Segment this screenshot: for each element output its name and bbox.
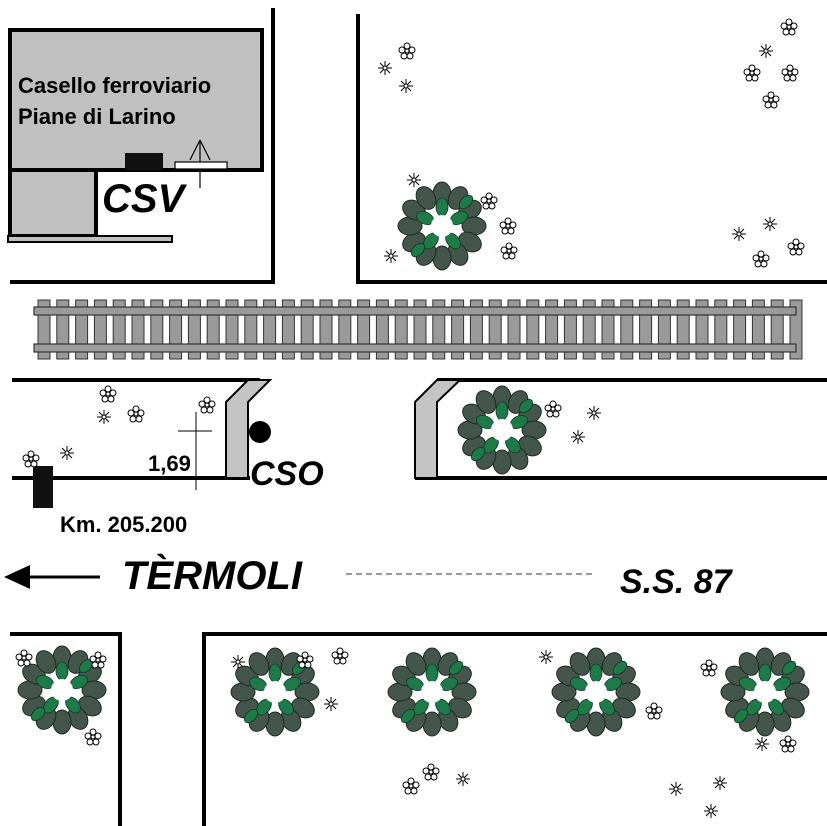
flower-icon: [198, 396, 216, 414]
flower-icon: [779, 735, 797, 753]
plot-boundary-upper-right: [356, 14, 827, 284]
flower-icon: [538, 649, 554, 665]
flower-icon: [758, 43, 774, 59]
flower-icon: [323, 696, 339, 712]
flower-icon: [570, 429, 586, 445]
flower-icon: [700, 659, 718, 677]
flower-icon: [499, 217, 517, 235]
signal-label-cso: CSO: [250, 455, 324, 493]
bush-icon: [387, 647, 477, 737]
flower-icon: [500, 242, 518, 260]
lower-right-plot: [202, 632, 827, 826]
flower-icon: [331, 647, 349, 665]
flower-icon: [781, 64, 799, 82]
flower-icon: [398, 42, 416, 60]
middle-left-plot: 1,69 CSO Km. 205.200: [12, 378, 324, 537]
railway-track: [33, 299, 803, 360]
bush-icon: [397, 181, 487, 271]
building-name-line2: Piane di Larino: [18, 104, 176, 129]
flower-icon: [398, 78, 414, 94]
flower-icon: [743, 64, 761, 82]
flower-icon: [586, 405, 602, 421]
bush-icon: [551, 647, 641, 737]
flower-icon: [455, 771, 471, 787]
flower-icon: [59, 445, 75, 461]
upper-left-plot: Casello ferroviario Piane di Larino CSV: [7, 8, 275, 284]
plot-boundary-lower-left: [10, 632, 122, 826]
building-annex: [8, 168, 98, 238]
arrow-left-icon: [4, 565, 100, 589]
distance-marker: [178, 412, 212, 490]
antenna-icon: [174, 139, 228, 188]
flower-icon: [230, 654, 246, 670]
flower-icon: [731, 226, 747, 242]
flower-icon: [787, 238, 805, 256]
plot-boundary-lower-right: [202, 632, 827, 826]
flower-icon: [668, 781, 684, 797]
flower-icon: [99, 385, 117, 403]
flower-icon: [22, 450, 40, 468]
barrier-gate-right: [414, 379, 463, 479]
flower-icon: [402, 777, 420, 795]
km-marker-label: Km. 205.200: [60, 512, 187, 537]
rail-south: [33, 343, 797, 353]
flower-icon: [422, 763, 440, 781]
flower-icon: [762, 216, 778, 232]
flower-icon: [84, 728, 102, 746]
flower-icon: [780, 18, 798, 36]
bush-icon: [457, 385, 547, 475]
destination-label: TÈRMOLI: [122, 553, 303, 598]
barrier-gate-left: [225, 379, 273, 479]
middle-right-plot: [414, 378, 827, 480]
flower-icon: [480, 192, 498, 210]
building-name-line1: Casello ferroviario: [18, 73, 211, 98]
flower-icon: [544, 400, 562, 418]
km-post: [33, 466, 53, 508]
signal-box-csv: [125, 153, 163, 170]
flower-icon: [15, 649, 33, 667]
distance-label: 1,69: [148, 451, 191, 476]
road-direction: TÈRMOLI S.S. 87: [4, 553, 734, 601]
lower-left-plot: [10, 632, 122, 826]
flower-icon: [96, 409, 112, 425]
plot-boundary-upper-left: [10, 8, 275, 284]
flower-icon: [703, 803, 719, 819]
flower-icon: [762, 91, 780, 109]
flower-icon: [752, 250, 770, 268]
flower-icon: [377, 60, 393, 76]
flower-icon: [127, 405, 145, 423]
upper-right-plot: [356, 14, 827, 284]
rail-north: [33, 306, 797, 316]
flower-icon: [754, 736, 770, 752]
flower-icon: [712, 775, 728, 791]
flower-icon: [406, 172, 422, 188]
bush-icon: [720, 647, 810, 737]
signal-label-csv: CSV: [102, 177, 188, 221]
road-name-label: S.S. 87: [620, 563, 734, 601]
platform-edge: [7, 235, 173, 243]
flower-icon: [89, 651, 107, 669]
flower-icon: [383, 248, 399, 264]
flower-icon: [645, 702, 663, 720]
flower-icon: [296, 651, 314, 669]
station-building: [8, 28, 264, 172]
signal-light-cso: [249, 421, 271, 443]
